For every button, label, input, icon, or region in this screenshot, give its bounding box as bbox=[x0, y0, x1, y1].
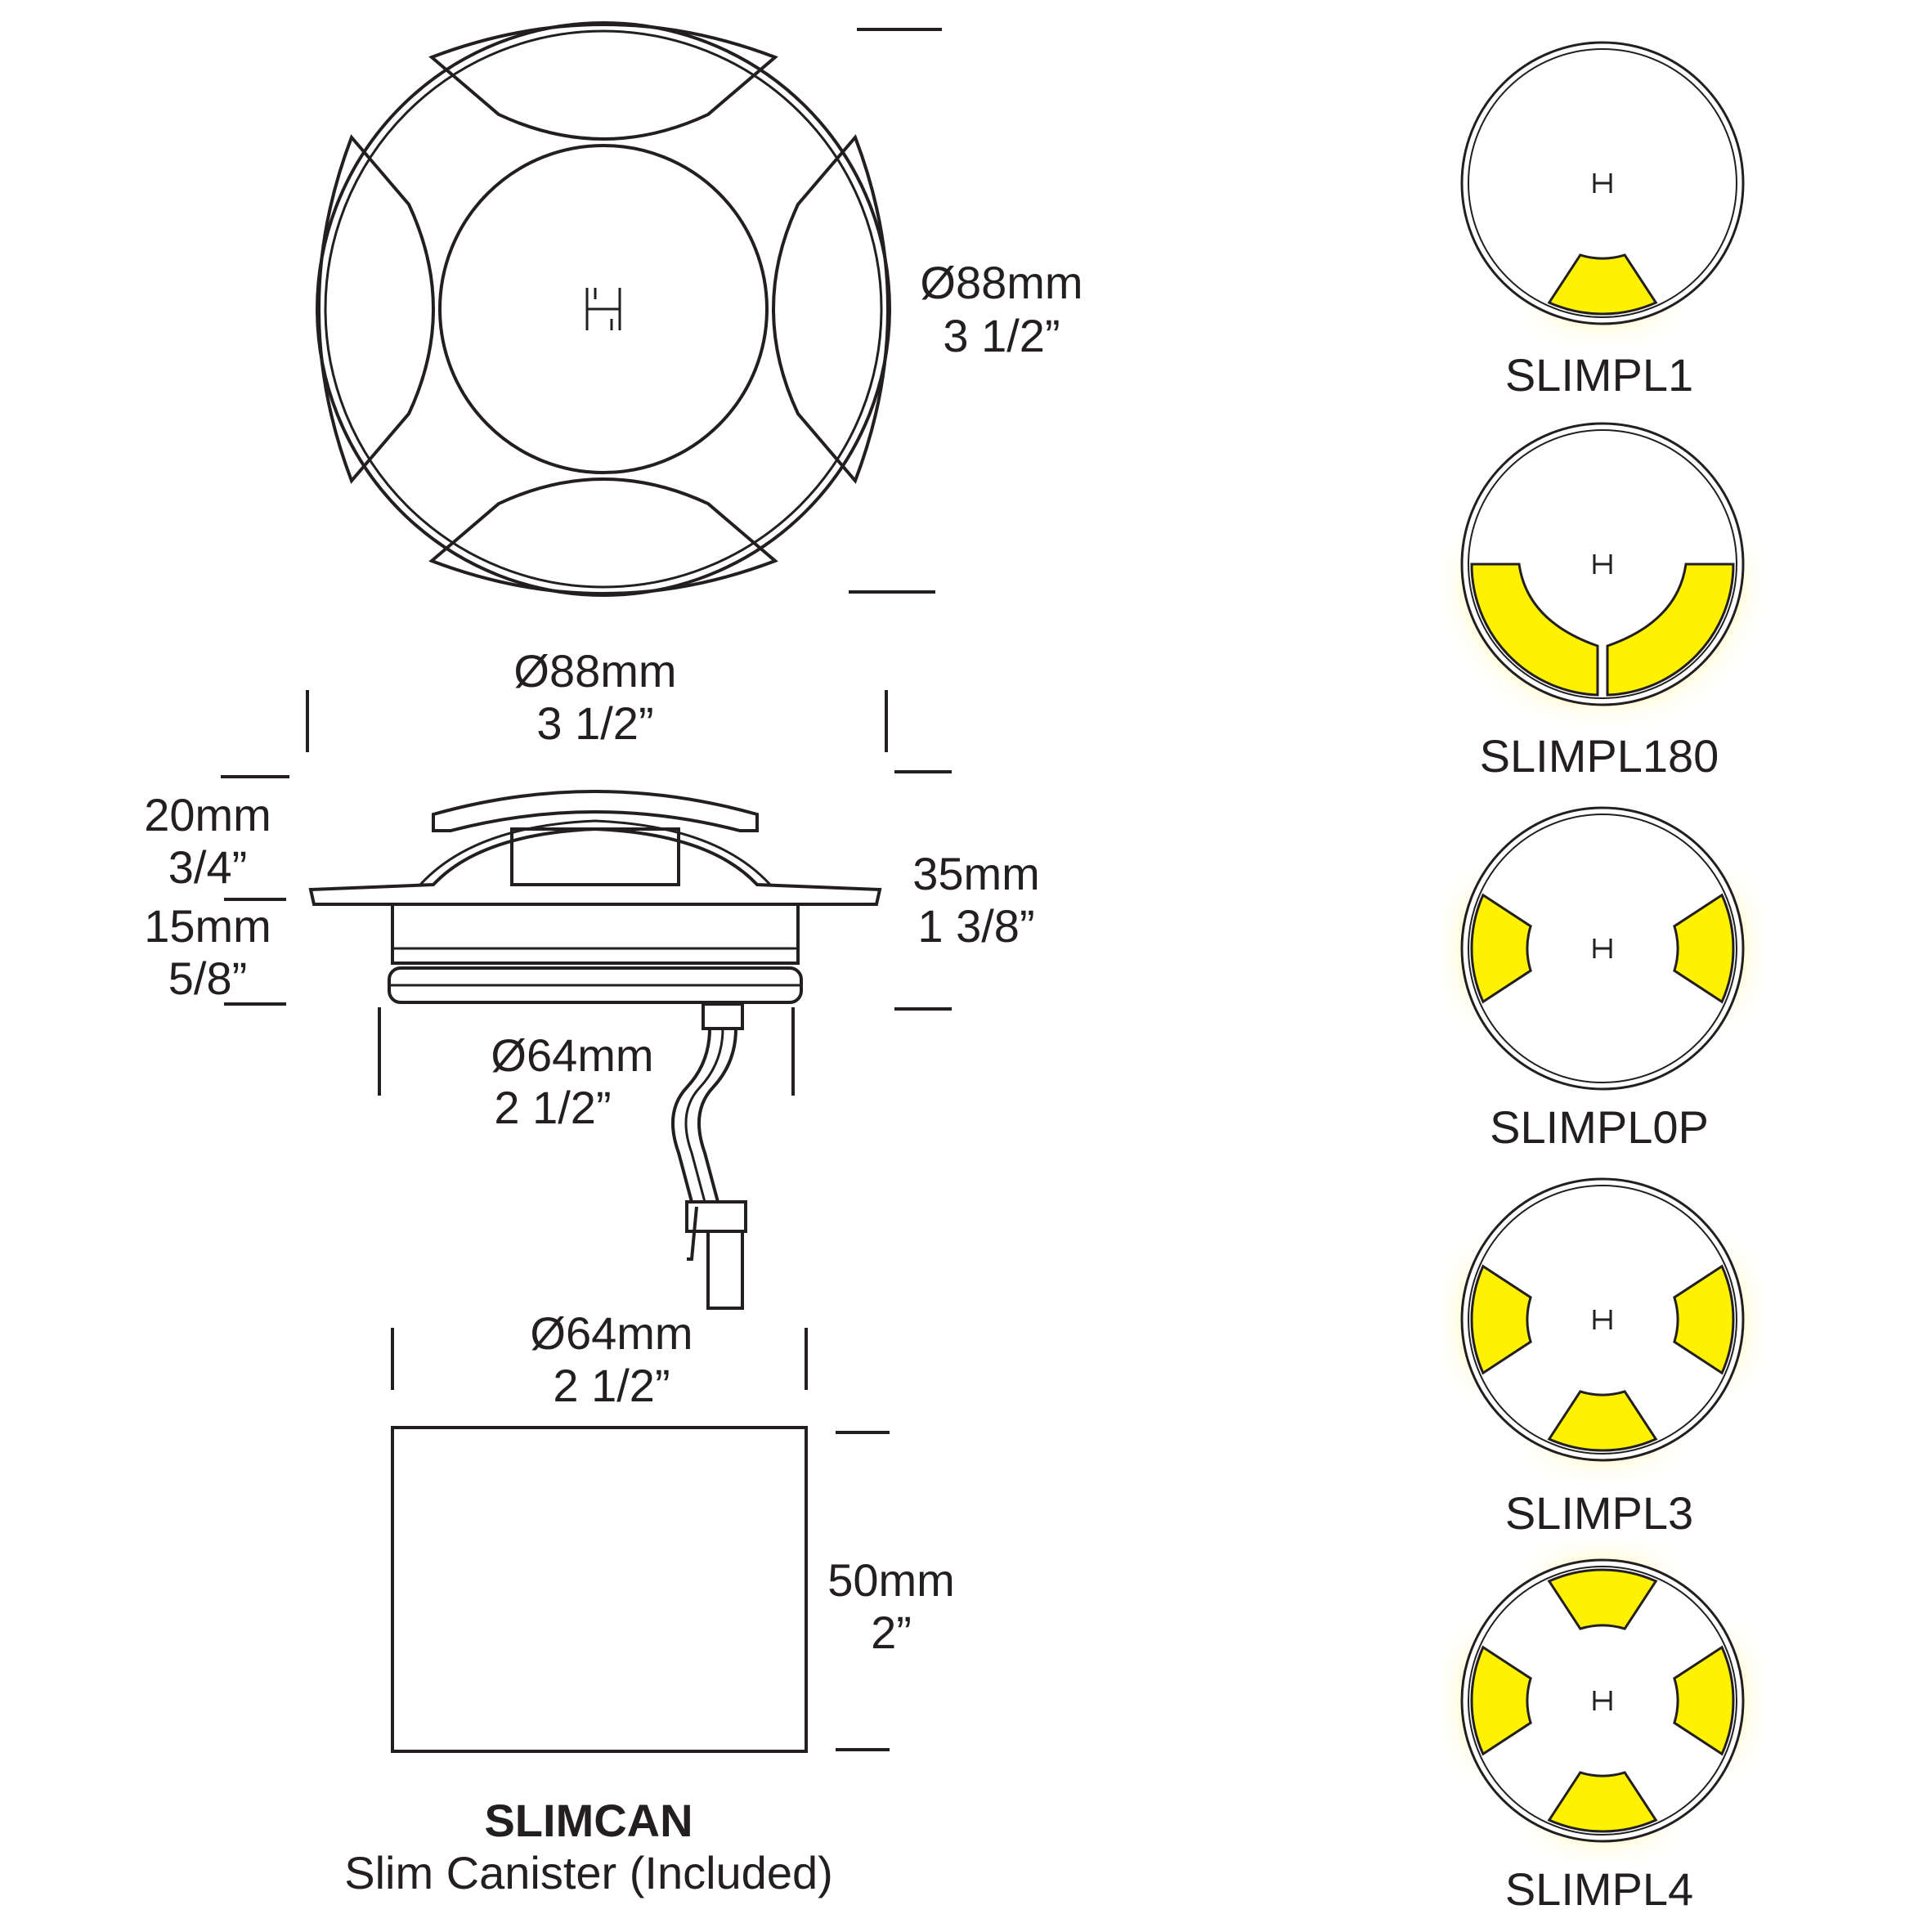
variant-label: SLIMPL0P bbox=[1490, 1101, 1709, 1153]
fixture-profile bbox=[308, 790, 882, 1004]
top-outer-ring-inner bbox=[324, 29, 883, 589]
logo-icon bbox=[1593, 1310, 1612, 1329]
fixture-ring-inner bbox=[1468, 48, 1737, 318]
variant-slimpl180: SLIMPL180 bbox=[1460, 422, 1745, 782]
canister-view: Ø64mm 2 1/2” 50mm 2” SLIMCAN Slim Canist… bbox=[344, 1307, 955, 1898]
side-diameter-mm: Ø88mm bbox=[513, 645, 676, 697]
lit-window bbox=[1470, 1645, 1532, 1756]
lit-window bbox=[1470, 563, 1599, 697]
top-diameter-mm: Ø88mm bbox=[920, 257, 1083, 308]
logo-icon bbox=[585, 288, 621, 330]
top-center-disc bbox=[438, 144, 769, 474]
lit-window bbox=[1547, 253, 1658, 316]
fixture-ring-inner bbox=[1468, 429, 1737, 699]
lower-height-mm: 15mm bbox=[144, 900, 271, 952]
body-diameter-in: 2 1/2” bbox=[494, 1082, 611, 1133]
body-diameter-mm: Ø64mm bbox=[491, 1029, 653, 1081]
lit-window bbox=[1547, 1390, 1658, 1452]
logo-icon bbox=[1593, 1691, 1612, 1710]
lit-window bbox=[1673, 1645, 1735, 1756]
lower-height-in: 5/8” bbox=[168, 953, 248, 1004]
total-height-in: 1 3/8” bbox=[917, 900, 1034, 952]
lit-window bbox=[1606, 563, 1735, 697]
lit-window bbox=[1547, 1771, 1658, 1833]
variant-slimpl1: SLIMPL1 bbox=[1460, 41, 1745, 401]
fixture-ring-inner bbox=[1468, 814, 1737, 1083]
top-lens-windows bbox=[317, 23, 890, 595]
lens-window-bottom bbox=[428, 477, 778, 595]
canister-height-mm: 50mm bbox=[827, 1554, 955, 1606]
canister-description: Slim Canister (Included) bbox=[344, 1847, 833, 1898]
fixture-ring-inner bbox=[1468, 1566, 1737, 1836]
cable-assembly bbox=[670, 1002, 747, 1310]
logo-icon bbox=[1593, 939, 1612, 958]
total-height-mm: 35mm bbox=[912, 848, 1040, 899]
lit-window bbox=[1470, 1264, 1532, 1375]
canister-body bbox=[391, 1426, 808, 1753]
logo-icon bbox=[1593, 554, 1612, 574]
top-diameter-in: 3 1/2” bbox=[943, 310, 1060, 361]
fixture-ring-inner bbox=[1468, 1185, 1737, 1455]
variant-slimpl4: SLIMPL4 bbox=[1460, 1558, 1745, 1915]
canister-height-in: 2” bbox=[871, 1607, 912, 1658]
lit-window bbox=[1470, 893, 1532, 1004]
side-view: Ø88mm 3 1/2” 20mm 3/4” 15mm 5/8” 35mm 1 … bbox=[144, 645, 1040, 1310]
variant-slimpl3: SLIMPL3 bbox=[1460, 1177, 1745, 1539]
variant-slimpl0p: SLIMPL0P bbox=[1460, 806, 1745, 1153]
lens-window-right bbox=[772, 134, 890, 484]
canister-name: SLIMCAN bbox=[484, 1795, 693, 1846]
variant-label: SLIMPL3 bbox=[1505, 1487, 1693, 1539]
canister-diameter-mm: Ø64mm bbox=[530, 1307, 693, 1359]
logo-icon bbox=[1593, 173, 1612, 193]
variant-label: SLIMPL1 bbox=[1505, 349, 1693, 401]
lens-window-left bbox=[317, 134, 435, 484]
lens-window-top bbox=[428, 23, 778, 141]
lit-window bbox=[1673, 893, 1735, 1004]
variant-label: SLIMPL180 bbox=[1480, 730, 1719, 782]
lit-window bbox=[1547, 1568, 1658, 1630]
top-view: Ø88mm 3 1/2” bbox=[316, 21, 1083, 597]
lit-window bbox=[1673, 1264, 1735, 1375]
canister-diameter-in: 2 1/2” bbox=[553, 1360, 670, 1411]
side-diameter-in: 3 1/2” bbox=[536, 697, 653, 749]
upper-height-mm: 20mm bbox=[144, 789, 271, 840]
variant-label: SLIMPL4 bbox=[1505, 1863, 1693, 1915]
upper-height-in: 3/4” bbox=[168, 841, 248, 893]
